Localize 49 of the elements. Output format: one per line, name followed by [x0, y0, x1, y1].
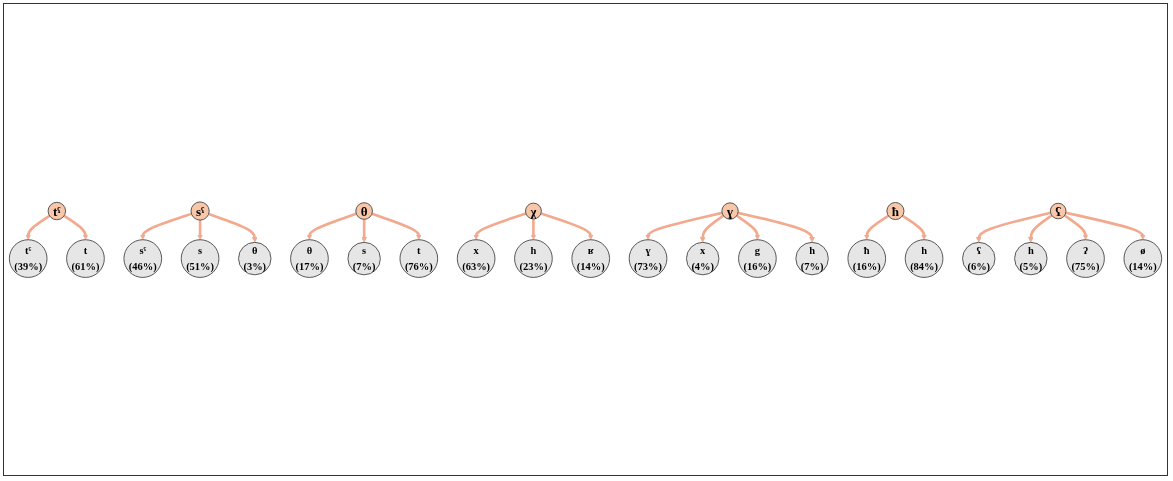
- arrow: [975, 211, 1051, 243]
- node-circle: ħ: [886, 202, 905, 221]
- node-circle: s (51%): [180, 239, 220, 279]
- arrow: [901, 214, 927, 241]
- arrow: [863, 214, 889, 241]
- arrow: [1027, 214, 1053, 243]
- node-circle: h (84%): [904, 239, 944, 279]
- arrow: [208, 212, 258, 243]
- arrow: [737, 211, 815, 243]
- node-circle: s (7%): [347, 242, 381, 276]
- arrow: [371, 212, 422, 241]
- node-circle: χ: [525, 202, 542, 220]
- arrow: [736, 214, 761, 241]
- node-circle: ʁ (14%): [571, 239, 611, 279]
- node-circle: tˤ: [47, 202, 67, 221]
- arrow: [63, 214, 89, 241]
- node-circle: ʕ: [1049, 202, 1067, 220]
- arrow: [1063, 214, 1089, 241]
- node-circle: h (7%): [795, 242, 829, 276]
- node-circle: ɣ: [721, 202, 739, 220]
- node-circle: x (63%): [456, 239, 496, 279]
- arrow: [361, 219, 367, 243]
- node-circle: x (4%): [686, 242, 720, 276]
- node-circle: ɣ (73%): [628, 239, 668, 279]
- node-circle: t (61%): [66, 239, 105, 279]
- arrow: [699, 214, 725, 243]
- node-circle: g (16%): [738, 239, 777, 279]
- node-circle: θ (17%): [290, 239, 329, 279]
- node-circle: sˤ (46%): [123, 239, 163, 279]
- arrow: [1065, 211, 1146, 241]
- node-circle: ø (14%): [1123, 239, 1163, 279]
- arrow: [473, 212, 527, 241]
- node-circle: ħ (16%): [847, 239, 887, 279]
- node-circle: tˤ (39%): [8, 239, 48, 279]
- arrow: [25, 214, 51, 241]
- node-circle: h (23%): [514, 239, 553, 279]
- node-circle: sˤ: [190, 201, 210, 221]
- arrow: [530, 219, 537, 241]
- arrow: [645, 211, 723, 241]
- node-circle: t (76%): [399, 239, 439, 279]
- node-circle: θ (3%): [238, 242, 272, 276]
- arrow: [197, 220, 203, 241]
- node-circle: h (5%): [1014, 242, 1048, 276]
- arrow: [306, 212, 357, 241]
- node-circle: ʕ (6%): [962, 242, 996, 276]
- node-circle: θ: [355, 202, 373, 220]
- arrow: [540, 212, 594, 241]
- arrow: [139, 212, 192, 241]
- node-circle: ʔ (75%): [1066, 239, 1105, 279]
